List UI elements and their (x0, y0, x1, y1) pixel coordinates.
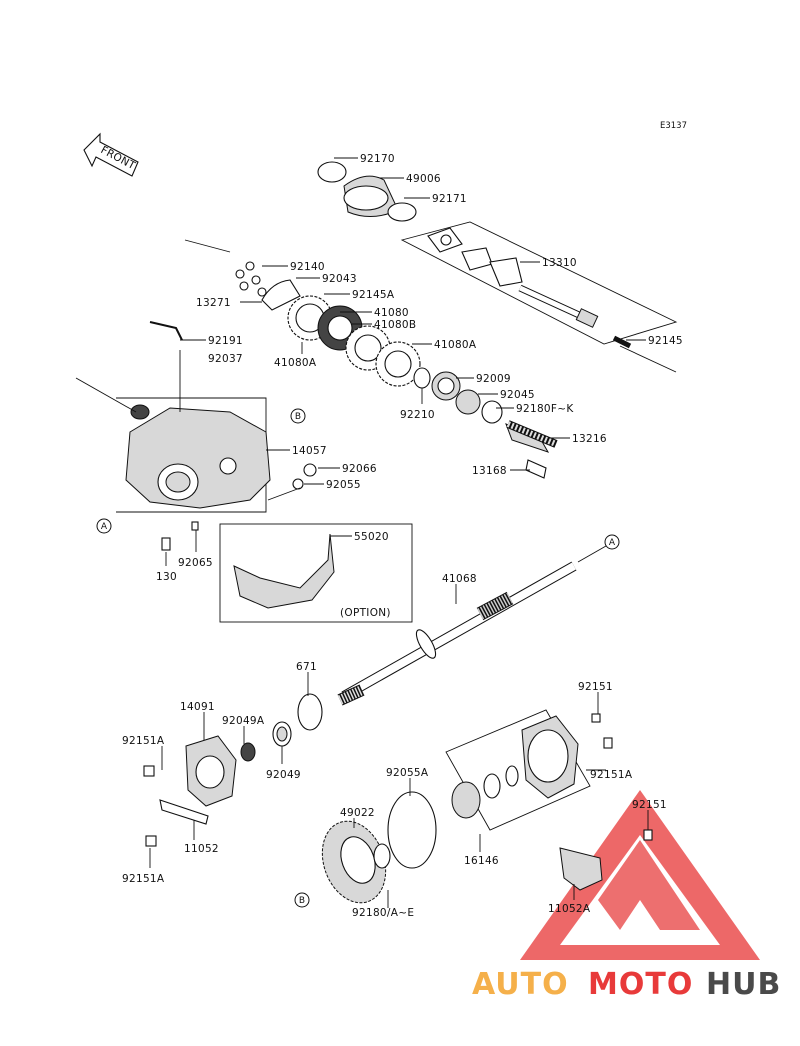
gear-case-housing (75, 321, 317, 551)
bearings-middle (413, 367, 558, 479)
part-label-130: 130 (156, 571, 177, 583)
part-label-41080B: 41080B (374, 319, 416, 331)
part-label-92140: 92140 (290, 261, 325, 273)
part-label-92151A-left-bottom: 92151A (122, 873, 165, 885)
part-label-41068: 41068 (442, 573, 477, 585)
part-label-92210: 92210 (400, 409, 435, 421)
part-label-92170: 92170 (360, 153, 395, 165)
watermark-logo (520, 790, 760, 960)
part-label-92151-right: 92151 (632, 799, 667, 811)
part-label-11052A: 11052A (548, 903, 591, 915)
option-box: (OPTION) (219, 523, 413, 623)
part-label-92009: 92009 (476, 373, 511, 385)
ring-gear (321, 791, 437, 904)
seals-left (240, 693, 323, 762)
part-label-14091: 14091 (180, 701, 215, 713)
part-label-49022: 49022 (340, 807, 375, 819)
part-label-92191: 92191 (208, 335, 243, 347)
part-label-92151-top: 92151 (578, 681, 613, 693)
leader-lines (149, 157, 649, 908)
front-arrow-icon: FRONT (83, 132, 139, 177)
part-label-13168: 13168 (472, 465, 507, 477)
part-label-41080: 41080 (374, 307, 409, 319)
clutch-plates (235, 261, 421, 387)
part-label-92049: 92049 (266, 769, 301, 781)
part-label-92151A-right: 92151A (590, 769, 633, 781)
universal-joint (427, 227, 632, 349)
final-gear-box (445, 709, 653, 891)
part-label-49006: 49006 (406, 173, 441, 185)
watermark-part-1: AUTO (472, 967, 569, 1002)
part-label-92066: 92066 (342, 463, 377, 475)
joint-panel (184, 221, 678, 373)
part-label-41080A-left: 41080A (274, 357, 317, 369)
ref-a-right-label: A (609, 538, 616, 548)
ref-circle-b-top: B (290, 408, 306, 424)
part-label-14057: 14057 (292, 445, 327, 457)
ref-b-top-label: B (295, 412, 301, 422)
part-label-11052: 11052 (184, 843, 219, 855)
part-label-55020: 55020 (354, 531, 389, 543)
ref-circle-a-right: A (604, 534, 620, 550)
part-label-92065: 92065 (178, 557, 213, 569)
part-labels: 92170 49006 92171 13310 92140 92043 9214… (122, 153, 683, 919)
part-label-671: 671 (296, 661, 317, 673)
ref-b-bottom-label: B (299, 896, 305, 906)
part-label-92151A-left-top: 92151A (122, 735, 165, 747)
part-label-92043: 92043 (322, 273, 357, 285)
ref-a-left-label: A (101, 522, 108, 532)
watermark-part-2: MOTO (588, 967, 693, 1002)
ref-circle-a-left: A (96, 518, 112, 534)
drive-shaft (337, 545, 607, 706)
part-label-92180FK: 92180F~K (516, 403, 574, 415)
bearing-housing-left (143, 735, 237, 847)
watermark-part-3: HUB (706, 967, 781, 1002)
diagram-code: E3137 (660, 121, 687, 131)
part-label-92145: 92145 (648, 335, 683, 347)
part-label-92180AE: 92180/A~E (352, 907, 414, 919)
part-label-13216: 13216 (572, 433, 607, 445)
ref-circle-b-bottom: B (294, 892, 310, 908)
part-label-92037: 92037 (208, 353, 243, 365)
part-label-92045: 92045 (500, 389, 535, 401)
part-label-13310: 13310 (542, 257, 577, 269)
part-label-92055A: 92055A (386, 767, 429, 779)
part-label-92049A: 92049A (222, 715, 265, 727)
part-label-13271: 13271 (196, 297, 231, 309)
part-label-92055: 92055 (326, 479, 361, 491)
part-label-92171: 92171 (432, 193, 467, 205)
watermark-text: AUTO MOTO HUB (472, 967, 781, 1002)
part-label-41080A-right: 41080A (434, 339, 477, 351)
option-label: (OPTION) (340, 607, 391, 619)
part-label-16146: 16146 (464, 855, 499, 867)
part-label-92145A: 92145A (352, 289, 395, 301)
boot-group (317, 161, 417, 222)
